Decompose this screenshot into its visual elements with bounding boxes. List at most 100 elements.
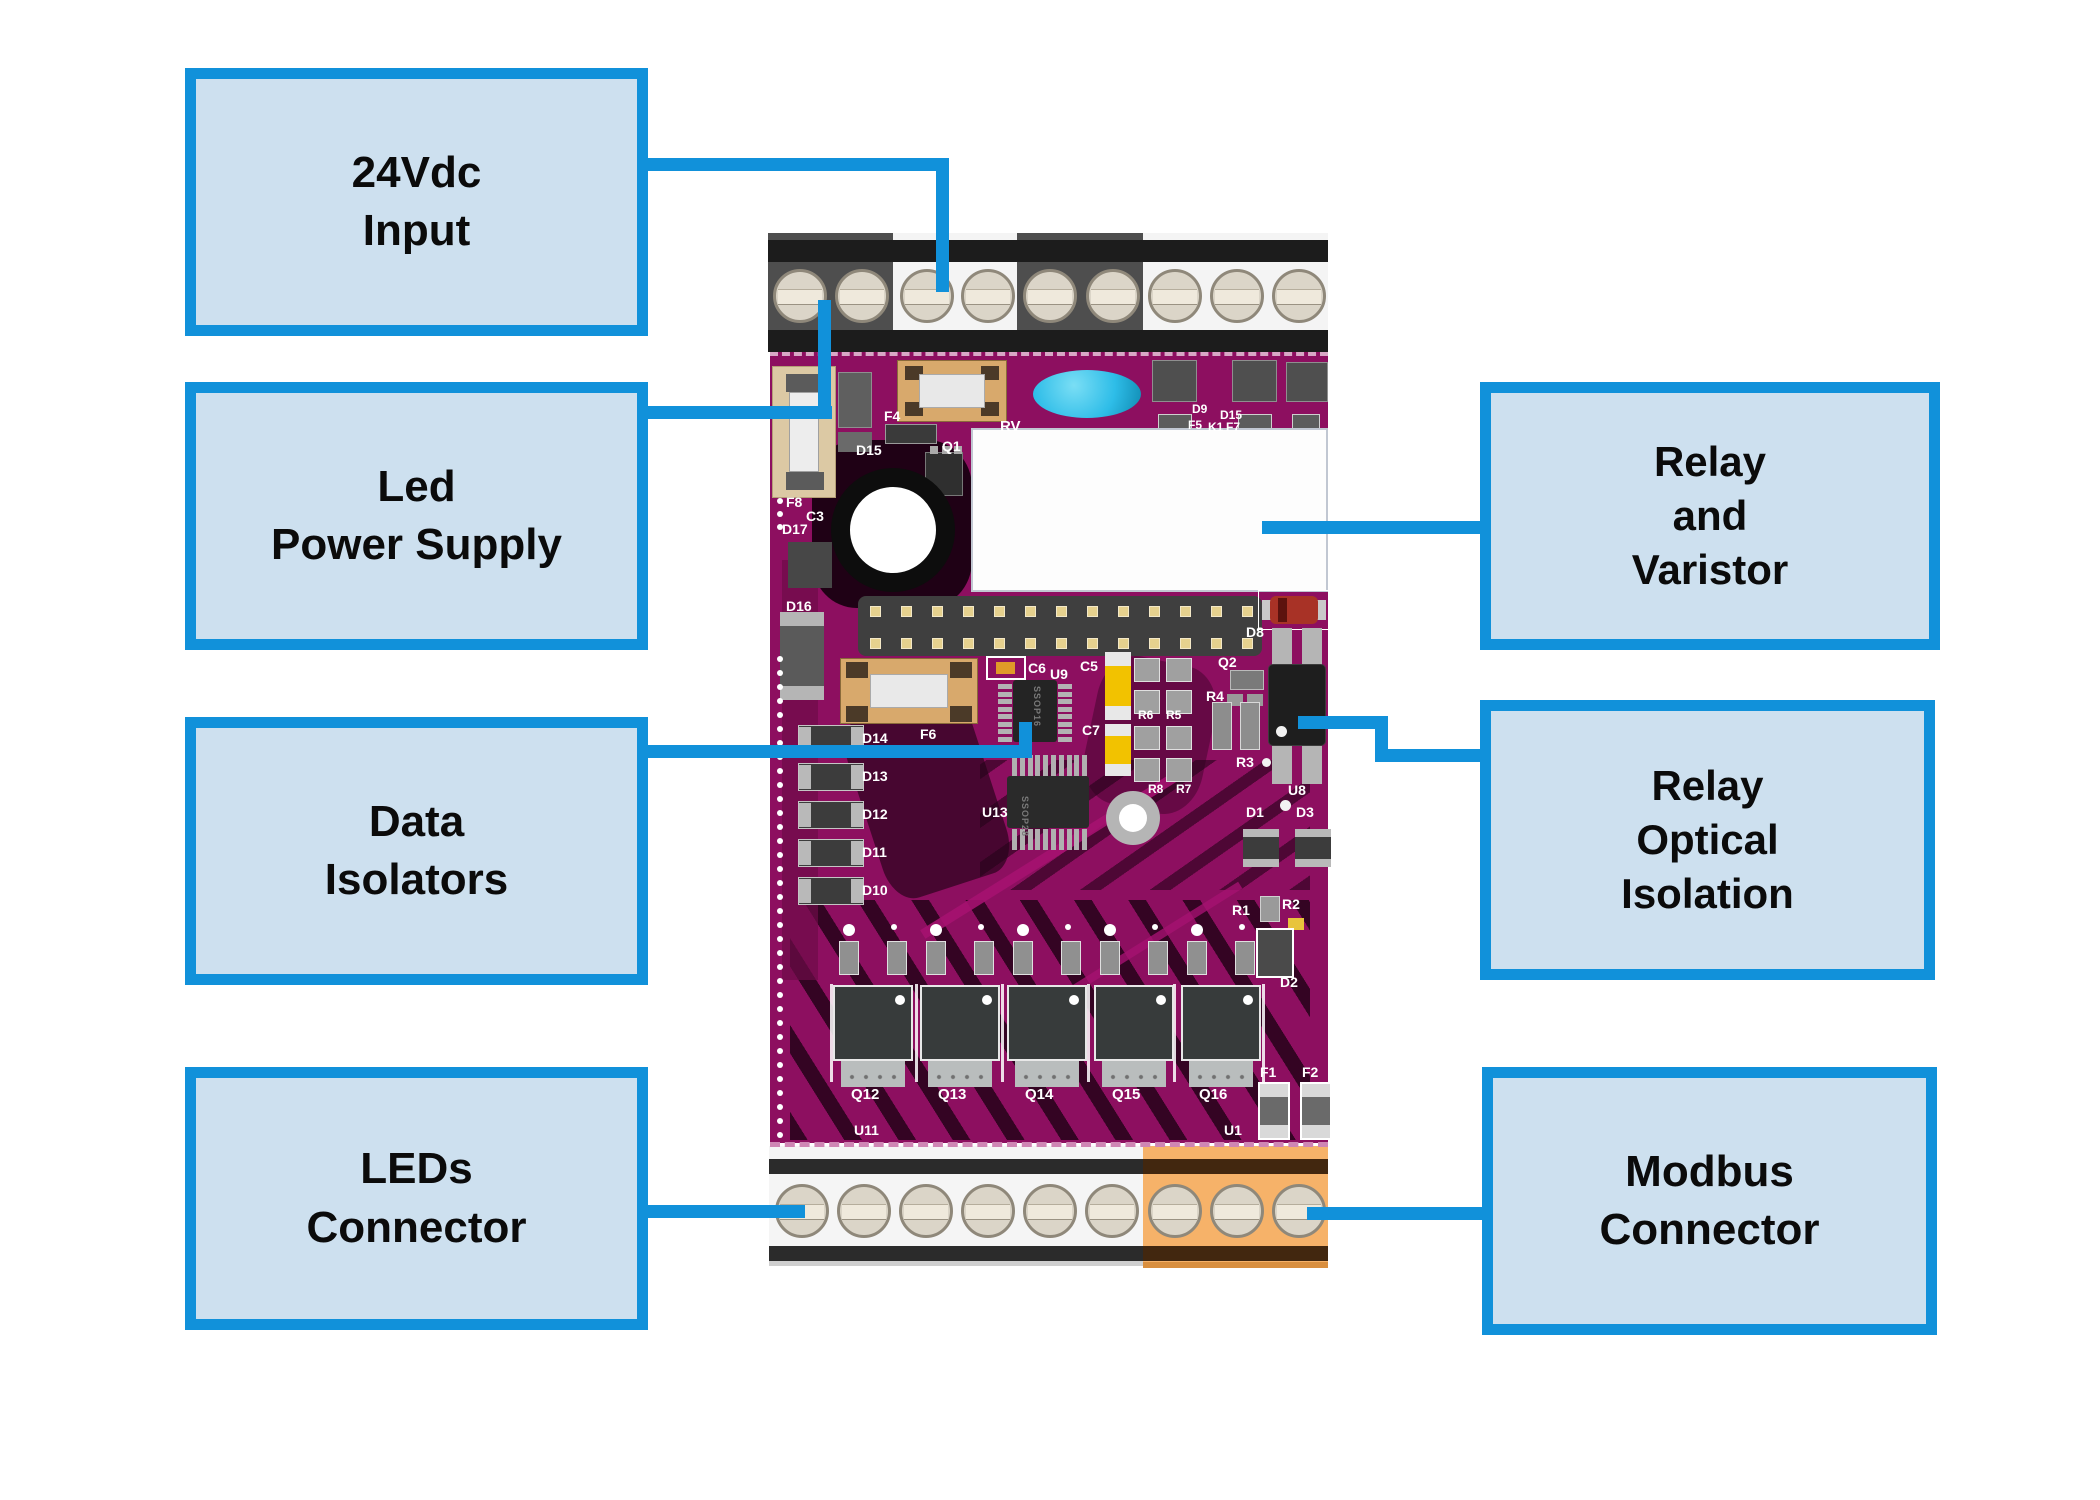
- callout-label-line: Isolators: [324, 855, 509, 904]
- d2-component: [1256, 928, 1294, 978]
- silkscreen-label-d2: D2: [1280, 974, 1298, 990]
- silkscreen-label-d13: D13: [862, 768, 888, 784]
- screw-slot: [904, 1204, 948, 1220]
- pad: [1243, 829, 1279, 837]
- silkscreen-label-r1: R1: [1232, 902, 1250, 918]
- pad: [1316, 600, 1326, 620]
- ic-pin: [1027, 829, 1033, 850]
- via-dot: [777, 1048, 783, 1054]
- diode: [1286, 362, 1328, 402]
- gate-resistor: [1187, 941, 1207, 975]
- via-dot: [777, 1076, 783, 1082]
- transistor-tab: [1189, 1061, 1253, 1087]
- callout-label-line: 24Vdc: [351, 147, 482, 197]
- silkscreen-label-c5: C5: [1080, 658, 1098, 674]
- via-dot: [777, 852, 783, 858]
- silkscreen-label-d11: D11: [862, 844, 887, 860]
- fuse-clip: [786, 472, 824, 490]
- ic-pin: [1082, 829, 1088, 850]
- ic-pin: [1082, 755, 1088, 776]
- via-dot: [777, 866, 783, 872]
- transistor-label: Q16: [1199, 1086, 1228, 1103]
- header-pin: [1087, 638, 1098, 649]
- d16-diode: [780, 612, 824, 700]
- via-dot: [777, 656, 783, 662]
- d3-diode: [1295, 837, 1331, 859]
- header-pin: [932, 606, 943, 617]
- via-dot: [1262, 758, 1271, 767]
- via-dot: [777, 1034, 783, 1040]
- header-pin: [901, 606, 912, 617]
- ic-pin: [1074, 755, 1080, 776]
- header-pin: [1180, 638, 1191, 649]
- callout-label-line: Data: [368, 796, 465, 846]
- callout-label-line: and: [1672, 492, 1748, 540]
- screw-slot: [966, 1204, 1010, 1220]
- via-dot: [777, 810, 783, 816]
- ic-marking: SSOP16: [1032, 686, 1042, 728]
- silkscreen-label-u9: U9: [1050, 666, 1068, 682]
- ic-pin: [1058, 714, 1072, 719]
- ic-pin: [998, 714, 1012, 719]
- transistor-tab: [928, 1061, 992, 1087]
- header-pin: [870, 606, 881, 617]
- diode-cap: [799, 765, 811, 789]
- header-pin: [1149, 638, 1160, 649]
- via-dot: [777, 824, 783, 830]
- silkscreen-line: [1087, 984, 1090, 1082]
- terminal-shadow: [769, 1260, 1143, 1266]
- header-pin: [1211, 606, 1222, 617]
- ic-pin: [1058, 736, 1072, 742]
- via-dot: [1280, 800, 1291, 811]
- ic-pin: [1051, 829, 1056, 850]
- d8-outline: [1258, 590, 1330, 630]
- callout-label-line: Input: [362, 206, 471, 255]
- board-top-silkscreen: [770, 352, 1328, 360]
- ic-pin: [998, 684, 1012, 689]
- via-dot: [1017, 924, 1029, 936]
- terminal-screw: [1148, 269, 1202, 323]
- header-pin: [870, 638, 881, 649]
- chip-pin: [930, 446, 938, 454]
- silkscreen-label-c3: C3: [806, 508, 824, 524]
- ic-pin: [998, 736, 1012, 742]
- ic-pin: [1043, 755, 1049, 776]
- pad: [1302, 628, 1322, 668]
- callout-label-line: Connector: [1599, 1205, 1820, 1254]
- c5-tantalum: [1105, 666, 1131, 706]
- diode-cap: [799, 841, 811, 865]
- header-pin: [1025, 638, 1036, 649]
- header-pin: [901, 638, 912, 649]
- capacitor: [838, 372, 872, 428]
- silkscreen-label-u13: U13: [982, 804, 1008, 820]
- fuse-glass: [919, 374, 985, 408]
- screw-slot: [778, 289, 822, 305]
- silkscreen-label-r2: R2: [1282, 896, 1300, 912]
- ic-pin: [1058, 721, 1072, 727]
- relay-area: [971, 428, 1328, 592]
- via-dot: [777, 796, 783, 802]
- header-pin: [932, 638, 943, 649]
- silkscreen-label-f4: F4: [884, 408, 901, 424]
- terminal-screw: [835, 269, 889, 323]
- header-pin: [1118, 638, 1129, 649]
- ic-pin: [1058, 699, 1072, 704]
- fuse-clip: [950, 706, 972, 722]
- gate-resistor: [1013, 941, 1033, 975]
- resistor: [1240, 702, 1260, 750]
- terminal-screw: [899, 1184, 953, 1238]
- ic-pin: [1019, 829, 1025, 850]
- q2-chip: [1230, 670, 1264, 690]
- callout-connector-line: [648, 1205, 805, 1218]
- diode-cap: [799, 879, 811, 903]
- ic-pin: [1035, 755, 1041, 776]
- ic-pin: [1043, 829, 1049, 850]
- via-dot: [777, 1020, 783, 1026]
- resistor: [1134, 726, 1160, 750]
- gate-resistor: [1100, 941, 1120, 975]
- via-dot: [978, 924, 984, 930]
- fuse-clip: [786, 374, 824, 392]
